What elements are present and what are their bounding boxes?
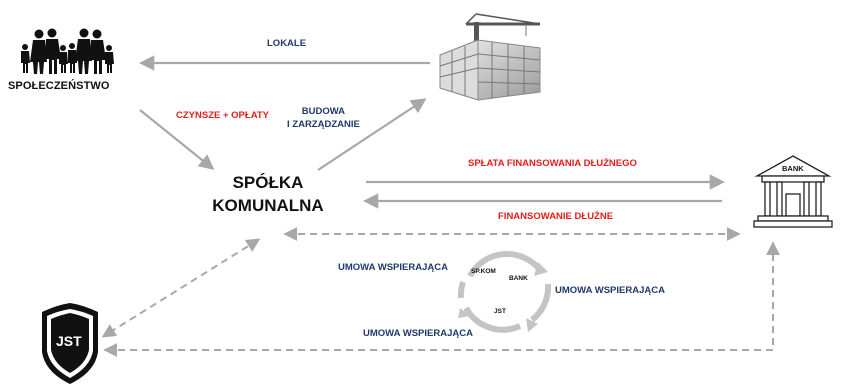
shield-icon	[42, 303, 98, 384]
debt-repayment-label: SPŁATA FINANSOWANIA DŁUŻNEGO	[468, 158, 637, 169]
arrow-company-jst-support	[101, 238, 261, 338]
support-agreement-right-label: UMOWA WSPIERAJĄCA	[555, 285, 665, 296]
cycle-jst-label: JST	[494, 308, 506, 315]
construction-crane-icon	[439, 13, 541, 101]
debt-financing-label: FINANSOWANIE DŁUŻNE	[498, 211, 614, 222]
arrow-jst-bank-support	[103, 241, 780, 357]
support-agreement-left-label: UMOWA WSPIERAJĄCA	[338, 262, 448, 273]
premises-label: LOKALE	[267, 38, 307, 49]
rent-fees-label: CZYNSZE + OPŁATY	[176, 110, 269, 121]
cycle-arc-top	[467, 250, 543, 278]
jst-label: JST	[56, 333, 82, 349]
flow-arrows	[138, 55, 726, 209]
arrow-rent-fees	[139, 109, 215, 170]
support-agreement-bottom-label: UMOWA WSPIERAJĄCA	[363, 328, 473, 339]
cycle-arc-right	[530, 283, 552, 323]
support-arrows	[101, 227, 780, 357]
bank-label: BANK	[782, 164, 804, 173]
company-label: SPÓŁKA KOMUNALNA	[212, 173, 324, 215]
cycle-spkom-label: SP.KOM	[471, 268, 496, 275]
bank-building-icon	[753, 155, 833, 228]
society-label: SPOŁECZEŃSTWO	[8, 80, 110, 92]
cycle-arc-bottom	[463, 306, 522, 333]
cycle-arc-left	[457, 281, 466, 299]
cycle-arrowheads	[458, 262, 548, 332]
arrow-build-manage	[317, 98, 427, 171]
cycle-bank-label: BANK	[509, 275, 528, 282]
family-people-icon	[21, 28, 114, 74]
cycle-diagram	[457, 250, 552, 333]
build-manage-label: BUDOWA I ZARZĄDZANIE	[287, 106, 360, 130]
